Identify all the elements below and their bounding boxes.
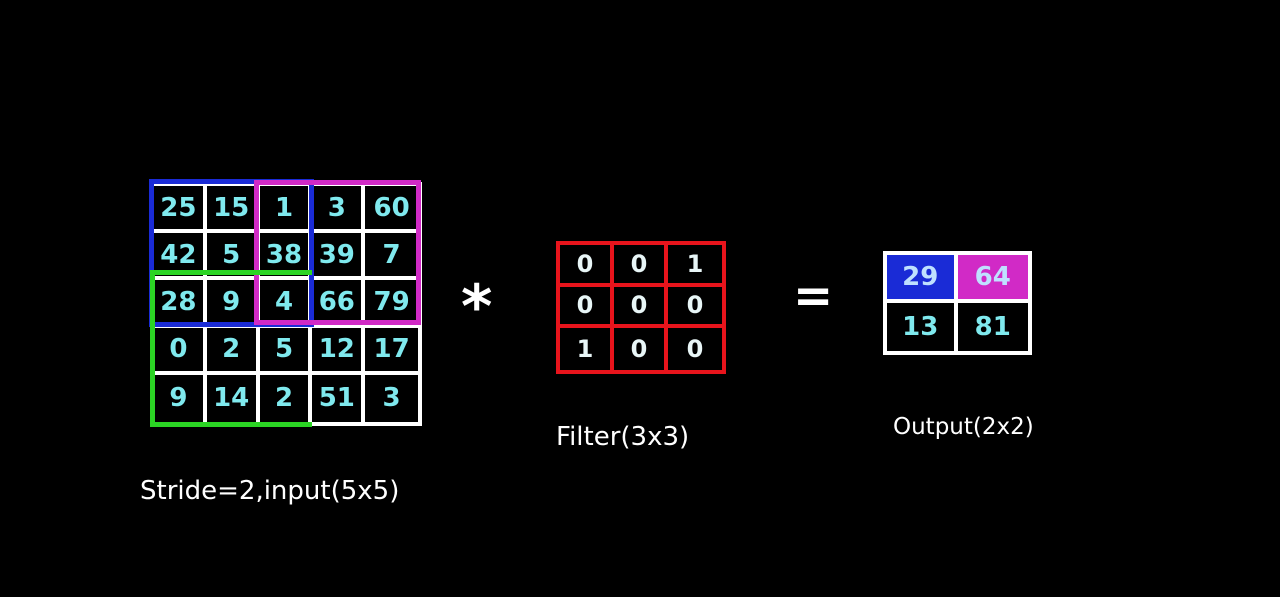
convolution-operator: * [461, 272, 493, 342]
filter-cell: 0 [686, 335, 704, 364]
input-cell: 39 [312, 233, 366, 281]
filter-cell: 0 [614, 286, 668, 329]
input-label: Stride=2,input(5x5) [140, 476, 400, 506]
output-label: Output(2x2) [893, 414, 1034, 440]
input-cell: 2 [206, 327, 260, 375]
input-cell: 5 [206, 233, 260, 281]
input-cell: 25 [154, 186, 207, 234]
input-cell: 3 [382, 383, 401, 414]
filter-cell: 0 [668, 287, 722, 329]
input-cell: 79 [365, 280, 418, 328]
input-cell: 60 [365, 186, 418, 234]
input-cell: 14 [207, 374, 260, 422]
input-cell: 9 [206, 280, 260, 328]
input-cell: 42 [154, 233, 207, 281]
input-cell: 0 [154, 327, 207, 375]
filter-cell: 0 [614, 245, 668, 287]
input-cell: 4 [259, 280, 313, 328]
input-cell: 17 [365, 328, 418, 375]
input-cell: 28 [154, 280, 207, 328]
equals-operator: = [793, 268, 834, 324]
input-cell: 38 [259, 233, 313, 281]
input-cell: 1 [259, 186, 313, 234]
input-cell: 9 [154, 374, 207, 422]
output-cell: 81 [974, 312, 1011, 342]
input-cell: 15 [206, 186, 260, 234]
filter-cell: 0 [560, 245, 614, 287]
filter-cell: 0 [560, 286, 614, 329]
filter-label: Filter(3x3) [556, 422, 690, 452]
filter-cell: 1 [560, 328, 614, 370]
filter-cell: 1 [668, 245, 722, 287]
filter-cell: 0 [614, 328, 668, 370]
output-cell: 64 [957, 255, 1028, 303]
input-cell: 12 [312, 327, 366, 375]
input-cell: 2 [260, 374, 313, 422]
input-cell: 5 [259, 327, 313, 375]
input-cell: 51 [312, 374, 366, 422]
input-cell: 66 [312, 280, 366, 328]
input-cell: 7 [365, 233, 418, 281]
output-cell: 29 [887, 255, 958, 303]
input-cell: 3 [312, 186, 366, 234]
output-cell: 13 [887, 303, 958, 351]
